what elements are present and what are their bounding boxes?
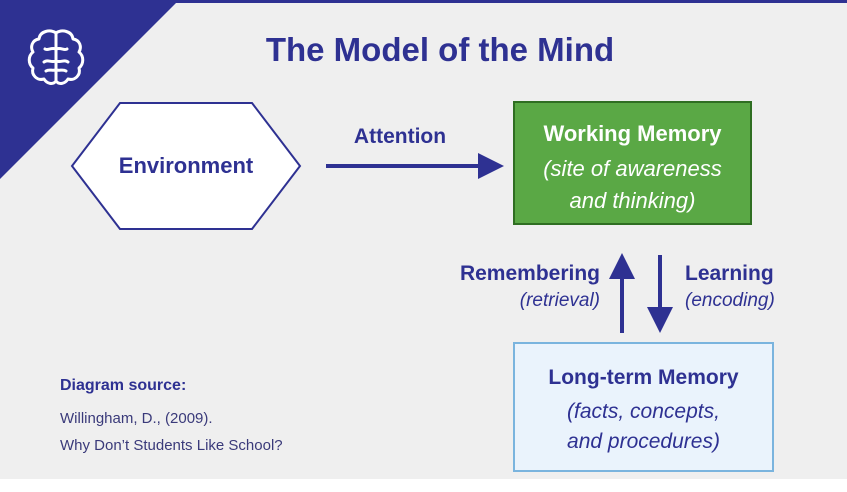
long-term-memory-subtitle-line1: (facts, concepts, [567,400,720,423]
remembering-label: Remembering [459,262,600,285]
environment-label: Environment [118,153,254,178]
source-citation-line2: Why Don’t Students Like School? [60,437,283,454]
diagram-source: Diagram source: Willingham, D., (2009). … [60,377,283,459]
source-citation-line1: Willingham, D., (2009). [60,410,213,427]
working-memory-subtitle: (site of awareness and thinking) [515,153,750,217]
diagram-arrows [70,102,673,333]
environment-hexagon [70,102,302,230]
long-term-memory-subtitle: (facts, concepts, and procedures) [515,397,772,457]
page-title: The Model of the Mind [265,31,615,68]
working-memory-subtitle-line1: (site of awareness [543,156,722,181]
brain-icon [27,29,85,85]
source-heading: Diagram source: [60,377,187,394]
attention-arrow [326,153,504,179]
learning-label: Learning [685,262,774,285]
long-term-memory-box: Long-term Memory (facts, concepts, and p… [513,342,774,472]
learning-label-group: Learning (encoding) [685,262,835,312]
retrieval-arrow [609,253,635,333]
working-memory-box: Working Memory (site of awareness and th… [513,101,752,225]
encoding-arrow [647,255,673,333]
working-memory-title: Working Memory [543,121,722,146]
attention-label: Attention [353,125,447,148]
long-term-memory-subtitle-line2: and procedures) [567,430,720,453]
slide: The Model of the Mind Environment Attent… [0,0,847,479]
long-term-memory-title: Long-term Memory [548,366,739,389]
retrieval-label: (retrieval) [519,290,600,311]
working-memory-subtitle-line2: and thinking) [569,188,696,213]
encoding-label: (encoding) [685,290,775,311]
remembering-label-group: Remembering (retrieval) [400,262,600,312]
